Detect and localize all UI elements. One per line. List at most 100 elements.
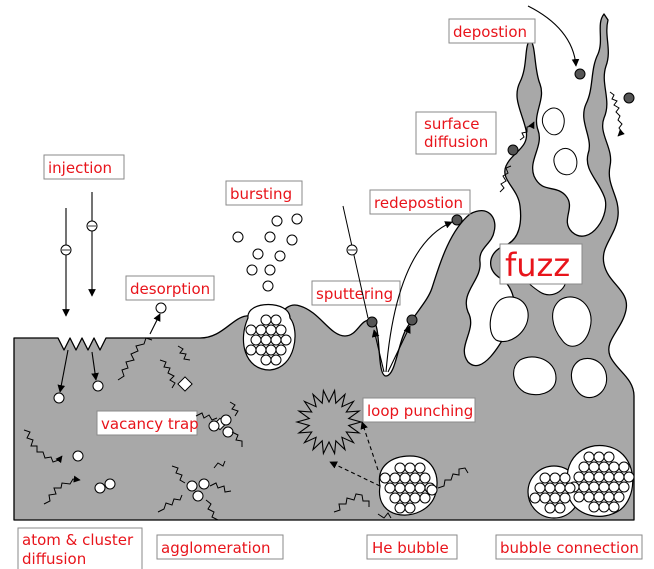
- svg-text:redepostion: redepostion: [374, 194, 463, 212]
- label-agglomeration: agglomeration: [157, 535, 283, 559]
- label-fuzz: fuzz: [500, 244, 582, 284]
- label-injection: injection: [44, 155, 124, 179]
- he-atom: [555, 483, 565, 493]
- he-atom: [609, 462, 619, 472]
- he-atom: [614, 492, 624, 502]
- he-atom: [584, 472, 594, 482]
- fuzz-void: [514, 357, 556, 395]
- he-atom: [400, 473, 410, 483]
- label-loop-punching: loop punching: [363, 398, 475, 422]
- he-atom: [535, 483, 545, 493]
- he-atom: [560, 493, 570, 503]
- he-atom: [276, 325, 286, 335]
- he-atom: [545, 503, 555, 513]
- he-atom: [246, 345, 256, 355]
- he-atom: [410, 473, 420, 483]
- he-atom: [395, 503, 405, 513]
- he-atom: [395, 463, 405, 473]
- he-atom: [540, 493, 550, 503]
- label-surface-diffusion: surface diffusion: [416, 112, 496, 154]
- svg-text:bursting: bursting: [230, 185, 292, 203]
- he-atom: [420, 493, 430, 503]
- svg-text:bubble connection: bubble connection: [500, 539, 639, 557]
- label-bubble-connection: bubble connection: [496, 535, 642, 559]
- svg-text:vacancy trap: vacancy trap: [101, 415, 199, 433]
- svg-text:diffusion: diffusion: [424, 133, 488, 151]
- he-atom: [281, 335, 291, 345]
- he-atom: [614, 472, 624, 482]
- svg-text:depostion: depostion: [453, 23, 527, 41]
- label-he-bubble: He bubble: [367, 535, 457, 559]
- he-atom: [550, 493, 560, 503]
- he-atom: [261, 355, 271, 365]
- he-atom: [405, 463, 415, 473]
- he-atom: [266, 345, 276, 355]
- fuzz-void: [542, 108, 564, 135]
- he-atom: [276, 345, 286, 355]
- label-redepostion: redepostion: [370, 190, 470, 214]
- he-atom: [560, 473, 570, 483]
- he-atom: [256, 345, 266, 355]
- he-atom: [574, 472, 584, 482]
- he-atom: [420, 473, 430, 483]
- label-desorption: desorption: [126, 276, 214, 300]
- he-atom: [271, 355, 281, 365]
- he-atom: [380, 473, 390, 483]
- he-atom: [619, 482, 629, 492]
- he-atom: [271, 315, 281, 325]
- he-atom: [579, 462, 589, 472]
- fuzz-void: [554, 148, 577, 174]
- svg-text:desorption: desorption: [130, 280, 210, 298]
- he-atom: [271, 335, 281, 345]
- he-atom: [604, 452, 614, 462]
- svg-text:agglomeration: agglomeration: [161, 539, 271, 557]
- he-atom: [589, 462, 599, 472]
- he-atom: [256, 325, 266, 335]
- svg-text:He bubble: He bubble: [372, 539, 449, 557]
- he-atom: [594, 492, 604, 502]
- he-atom: [530, 493, 540, 503]
- he-atom: [385, 483, 395, 493]
- he-atom: [599, 462, 609, 472]
- label-atom-cluster-diffusion: atom & cluster diffusion: [18, 528, 142, 569]
- svg-text:fuzz: fuzz: [505, 246, 570, 284]
- he-atom: [405, 483, 415, 493]
- svg-text:diffusion: diffusion: [22, 550, 86, 568]
- svg-text:surface: surface: [424, 115, 479, 133]
- he-atom: [599, 502, 609, 512]
- he-atom: [604, 472, 614, 482]
- label-depostion: depostion: [449, 19, 535, 43]
- he-atom: [390, 493, 400, 503]
- he-atom: [410, 493, 420, 503]
- he-atom: [619, 462, 629, 472]
- he-atom: [390, 473, 400, 483]
- he-atom: [540, 473, 550, 483]
- he-atom: [604, 492, 614, 502]
- svg-text:sputtering: sputtering: [316, 285, 393, 303]
- he-atom: [589, 502, 599, 512]
- svg-text:loop punching: loop punching: [367, 402, 473, 420]
- he-atom: [579, 482, 589, 492]
- he-atom: [405, 503, 415, 513]
- label-vacancy-trap: vacancy trap: [97, 411, 199, 435]
- he-atom: [584, 492, 594, 502]
- he-atom: [609, 502, 619, 512]
- he-atom: [589, 482, 599, 492]
- svg-text:injection: injection: [48, 159, 112, 177]
- label-bursting: bursting: [226, 181, 302, 205]
- he-atom: [594, 472, 604, 482]
- he-atom: [246, 325, 256, 335]
- he-atom: [415, 463, 425, 473]
- svg-text:atom & cluster: atom & cluster: [22, 531, 134, 549]
- label-sputtering: sputtering: [312, 281, 400, 305]
- he-atom: [594, 452, 604, 462]
- he-atom: [574, 492, 584, 502]
- he-atom: [251, 335, 261, 345]
- he-atom: [550, 473, 560, 483]
- he-atom: [624, 472, 634, 482]
- he-atom: [599, 482, 609, 492]
- he-atom: [584, 452, 594, 462]
- he-atom: [415, 483, 425, 493]
- he-atom: [400, 493, 410, 503]
